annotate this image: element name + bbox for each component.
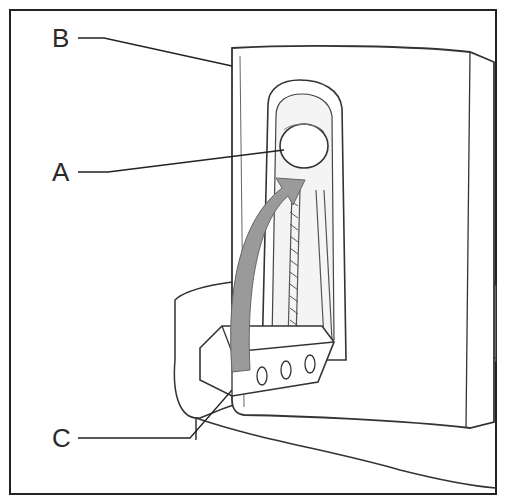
leader-line bbox=[78, 38, 232, 66]
callout-letter: C bbox=[50, 425, 73, 451]
callout-letter: B bbox=[50, 25, 71, 51]
mount-slot bbox=[262, 80, 346, 360]
motion-arrow bbox=[231, 178, 305, 372]
clip bbox=[200, 326, 334, 396]
frame bbox=[10, 10, 496, 494]
knob bbox=[280, 124, 328, 168]
leader-line bbox=[78, 390, 232, 438]
leader-line bbox=[78, 150, 284, 172]
callout-letter: A bbox=[50, 159, 71, 185]
